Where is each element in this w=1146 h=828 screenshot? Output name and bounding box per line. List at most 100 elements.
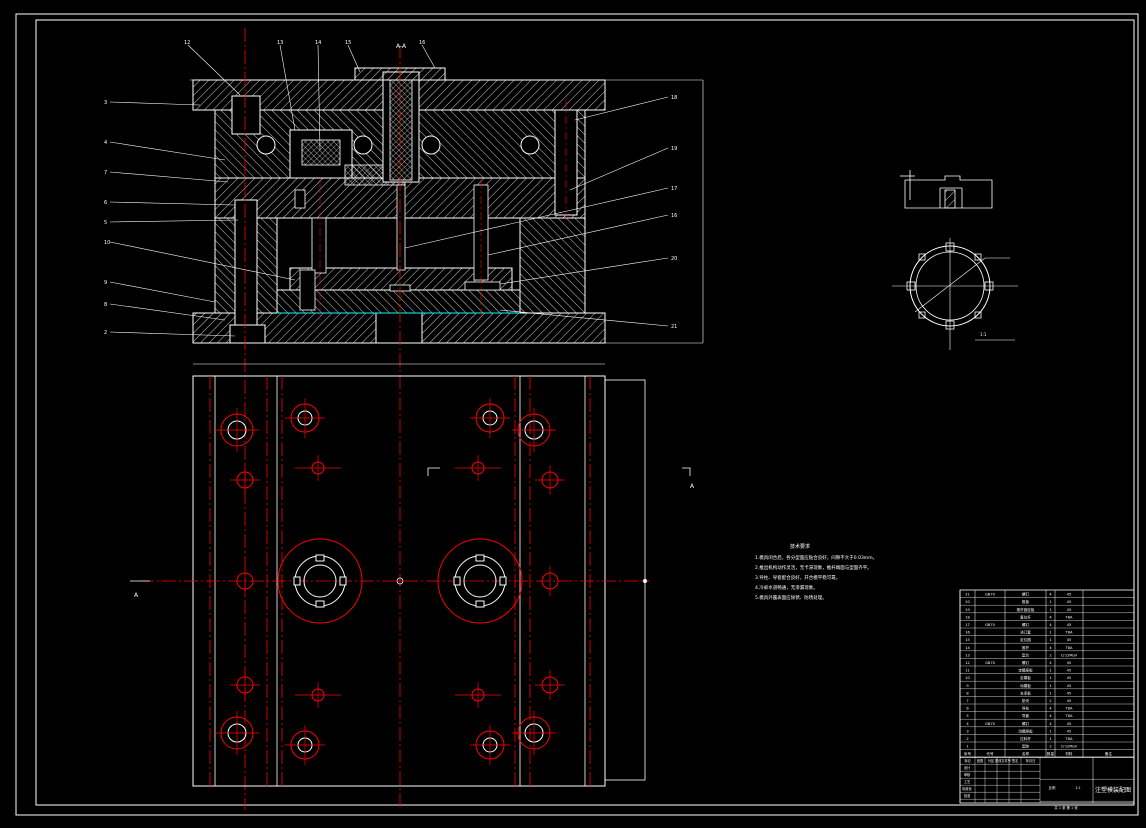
parts-cell: 45 — [1067, 729, 1072, 733]
notes-line-2: 2.推出机构动作灵活，无卡滞现象，推杆端面与型面齐平。 — [755, 564, 872, 571]
parts-cell: 动模座板 — [1018, 728, 1033, 733]
callout-left-8: 8 — [104, 302, 107, 308]
parts-cell: 推板 — [1022, 599, 1030, 604]
parts-cell: 1 — [1049, 608, 1051, 612]
parts-cell: 推杆 — [1022, 645, 1030, 650]
parts-cell: 6 — [966, 707, 969, 711]
parts-cell: 45 — [1067, 593, 1072, 597]
parts-cell: 45 — [1067, 608, 1072, 612]
outer-border — [15, 13, 1139, 816]
parts-cell: 13 — [965, 653, 970, 657]
parts-cell: 4 — [966, 722, 969, 726]
parts-cell: 11 — [965, 669, 970, 673]
callout-top-1: 12 — [184, 40, 190, 46]
section-view: A-A 3 4 7 6 5 10 9 8 2 — [104, 28, 704, 810]
parts-cell: 1 — [1049, 669, 1051, 673]
parts-cell: 拉料杆 — [1020, 736, 1031, 741]
notes-title: 技术要求 — [790, 543, 810, 550]
title-row-label: 审核 — [964, 772, 971, 777]
parts-cell: 16 — [965, 631, 970, 635]
parts-cell: 45 — [1067, 722, 1072, 726]
parts-cell: 2 — [1049, 699, 1051, 703]
sheet-label: 共 1 张 第 1 张 — [1054, 805, 1078, 810]
callout-left-2: 4 — [104, 140, 107, 146]
parts-cell: 4 — [1049, 593, 1052, 597]
title-header-cell: 签名 — [1012, 758, 1018, 763]
parts-cell: 1 — [1049, 600, 1051, 604]
parts-header-cell: 序号 — [964, 751, 972, 756]
title-header-cell: 处数 — [977, 758, 984, 763]
parts-cell: 45 — [1067, 684, 1072, 688]
drawing-title: 注塑模装配图 — [1095, 786, 1131, 794]
title-row-label: 标准化 — [962, 786, 972, 791]
inner-border — [35, 19, 1135, 806]
parts-cell: Cr12MoV — [1061, 745, 1078, 749]
callout-top-2: 13 — [277, 40, 283, 46]
view-marker-left: A — [134, 592, 139, 599]
parts-cell: 定模板 — [1020, 675, 1031, 680]
parts-cell: 45 — [1067, 699, 1072, 703]
parts-cell: 12 — [965, 661, 970, 665]
parts-cell: 复位杆 — [1020, 614, 1031, 619]
parts-cell: 2 — [966, 737, 968, 741]
parts-cell: 20 — [965, 600, 970, 604]
title-header-cell: 分区 — [988, 758, 995, 763]
callout-left-1: 3 — [104, 100, 107, 106]
parts-cell: 18 — [965, 615, 970, 619]
callout-right-5: 20 — [671, 256, 677, 262]
parts-cell: T8A — [1065, 707, 1073, 711]
parts-cell: 动模板 — [1020, 683, 1031, 688]
parts-cell: 推杆固定板 — [1017, 607, 1035, 612]
parts-cell: 45 — [1067, 623, 1072, 627]
parts-cell: 1 — [1049, 684, 1051, 688]
callout-right-3: 17 — [671, 186, 677, 192]
section-label: A-A — [396, 43, 407, 50]
parts-cell: 定位圈 — [1020, 637, 1031, 642]
callout-left-7: 9 — [104, 280, 107, 286]
parts-cell: 1 — [1049, 676, 1051, 680]
callout-left-4: 6 — [104, 200, 107, 206]
callout-top-5: 16 — [419, 40, 425, 46]
notes-line-5: 5.模具外露表面应除锈、防锈处理。 — [755, 594, 827, 601]
notes-line-4: 4.冷却水道畅通，无渗漏现象。 — [755, 584, 818, 591]
parts-cell: 4 — [1049, 722, 1052, 726]
parts-cell: 8 — [966, 691, 969, 695]
parts-cell: GB70 — [985, 593, 996, 597]
parts-cell: 19 — [965, 608, 970, 612]
parts-cell: 17 — [965, 623, 970, 627]
parts-cell: T8A — [1065, 615, 1073, 619]
callout-right-2: 19 — [671, 146, 677, 152]
parts-cell: T8A — [1065, 714, 1073, 718]
parts-header-cell: 备注 — [1105, 751, 1113, 756]
parts-header-cell: 材料 — [1065, 751, 1073, 756]
scale-value: 1:1 — [1075, 786, 1080, 790]
callout-top-4: 15 — [345, 40, 351, 46]
parts-cell: 4 — [1049, 623, 1052, 627]
parts-cell: 4 — [1049, 714, 1052, 718]
parts-cell: 2 — [1049, 653, 1051, 657]
parts-cell: 导套 — [1022, 713, 1030, 718]
parts-header-cell: 名称 — [1022, 751, 1030, 756]
parts-cell: 1 — [1049, 631, 1051, 635]
parts-cell: 45 — [1067, 691, 1072, 695]
title-header-cell: 标记 — [964, 758, 971, 763]
parts-cell: GB70 — [985, 623, 996, 627]
parts-cell: 45 — [1067, 638, 1072, 642]
callout-right-4: 16 — [671, 213, 677, 219]
parts-cell: 7 — [966, 699, 968, 703]
parts-cell: 螺钉 — [1022, 721, 1030, 726]
callout-left-5: 5 — [104, 220, 107, 226]
parts-cell: 45 — [1067, 676, 1072, 680]
callout-left-3: 7 — [104, 170, 107, 176]
parts-cell: 4 — [1049, 707, 1052, 711]
parts-cell: 4 — [1049, 661, 1052, 665]
parts-cell: 45 — [1067, 661, 1072, 665]
title-header-cell: 更改文件号 — [995, 758, 1011, 763]
parts-cell: 45 — [1067, 600, 1072, 604]
title-header-cell: 年月日 — [1026, 758, 1036, 763]
parts-cell: GB70 — [985, 661, 996, 665]
parts-cell: 5 — [966, 714, 968, 718]
parts-cell: 型腔 — [1022, 744, 1030, 749]
